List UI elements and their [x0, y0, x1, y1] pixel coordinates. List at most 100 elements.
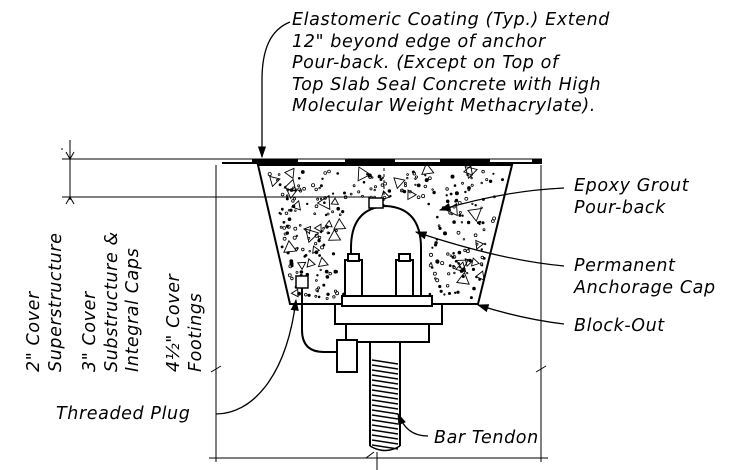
- stipple-dot: [454, 191, 459, 196]
- stipple-dot: [428, 176, 432, 181]
- stipple-dot: [445, 194, 448, 197]
- stipple-dot: [428, 252, 433, 257]
- stipple-dot: [464, 196, 469, 201]
- stipple-aggregate: [306, 258, 316, 268]
- stipple-dot: [467, 186, 471, 190]
- stipple-aggregate: [454, 261, 467, 273]
- stipple-dot: [292, 197, 296, 201]
- plug-callout: Threaded Plug: [56, 404, 191, 424]
- stipple-dot: [427, 202, 431, 206]
- stipple-dot: [381, 176, 384, 179]
- stipple-dot: [289, 208, 293, 212]
- stipple-dot: [300, 170, 305, 174]
- anchor-plate: [334, 295, 443, 343]
- stipple-dot: [297, 187, 302, 192]
- stipple-dot: [277, 173, 281, 176]
- stipple-dot: [321, 177, 324, 181]
- stipple-dot: [286, 224, 291, 229]
- stipple-aggregate: [464, 258, 474, 268]
- stipple-dot: [362, 180, 366, 184]
- stipple-dot: [322, 226, 325, 230]
- tendon-thread: [371, 384, 399, 390]
- grout-callout-line: Epoxy Grout: [574, 176, 690, 196]
- cover-footings-label: 4½" Cover Footings: [164, 274, 207, 372]
- stipple-dot: [406, 173, 409, 176]
- stipple-dot: [349, 192, 353, 196]
- stipple-dot: [443, 293, 446, 296]
- stipple-dot: [423, 184, 427, 189]
- stipple-dot: [424, 178, 429, 183]
- stipple-dot: [453, 271, 456, 275]
- stipple-dot: [434, 277, 437, 280]
- stipple-dot: [474, 203, 477, 207]
- stipple-dot: [483, 242, 487, 246]
- stipple-dot: [324, 213, 328, 217]
- cover-superstructure-label: 2" Cover Superstructure: [24, 233, 67, 372]
- grout-callout: Epoxy Grout Pour-back: [574, 176, 689, 219]
- dimension-text-line: Footings: [185, 292, 206, 372]
- stipple-dot: [285, 197, 289, 201]
- stipple-dot: [314, 294, 318, 298]
- stipple-dot: [335, 229, 338, 232]
- stipple-dot: [471, 202, 474, 205]
- stipple-dot: [451, 255, 455, 259]
- stipple-dot: [482, 228, 486, 232]
- stipple-dot: [304, 293, 308, 297]
- stipple-dot: [449, 192, 453, 196]
- stipple-aggregate: [464, 165, 478, 180]
- coating-callout-line: Elastomeric Coating (Typ.) Extend: [292, 10, 610, 30]
- cover-substructure-label: 3" Cover Substructure & Integral Caps: [80, 231, 145, 372]
- stipple-dot: [304, 254, 307, 258]
- stipple-dot: [456, 290, 460, 294]
- cap-callout: Permanent Anchorage Cap: [574, 256, 716, 299]
- stipple-dot: [500, 178, 504, 182]
- stipple-dot: [462, 238, 466, 241]
- tendon-thread: [371, 434, 399, 440]
- stipple-aggregate: [467, 207, 483, 222]
- stipple-aggregate: [357, 166, 372, 182]
- stipple-dot: [432, 271, 437, 276]
- stipple-dot: [478, 220, 482, 224]
- tendon-thread: [371, 444, 399, 450]
- tendon-thread: [371, 389, 399, 395]
- tendon-thread: [371, 409, 399, 415]
- stipple-dot: [435, 215, 439, 219]
- stipple-dot: [438, 226, 442, 230]
- stipple-dot: [455, 198, 459, 202]
- stipple-aggregate: [290, 288, 299, 298]
- dimension-text-line: 4½" Cover: [164, 273, 184, 372]
- coating-callout-line: 12" beyond edge of anchor: [292, 31, 546, 52]
- cap-nuts: [344, 253, 414, 297]
- stipple-dot: [433, 243, 438, 247]
- stipple-dot: [280, 192, 285, 197]
- stipple-dot: [463, 248, 467, 252]
- tendon-thread: [371, 414, 399, 420]
- stipple-dot: [323, 201, 326, 205]
- stipple-dot: [315, 279, 318, 282]
- stipple-dot: [285, 231, 289, 235]
- stipple-dot: [437, 224, 441, 228]
- stipple-aggregate: [312, 245, 321, 255]
- tendon-thread: [371, 379, 399, 385]
- stipple-dot: [326, 212, 330, 216]
- stipple-aggregate: [407, 189, 418, 201]
- stipple-dot: [454, 291, 457, 295]
- tendon-thread: [371, 364, 399, 370]
- stipple-dot: [306, 202, 309, 206]
- stipple-dot: [485, 178, 489, 182]
- stipple-dot: [469, 296, 473, 300]
- stipple-dot: [313, 242, 318, 246]
- stipple-dot: [428, 292, 432, 296]
- stipple-dot: [440, 261, 445, 266]
- stipple-dot: [457, 250, 462, 255]
- blockout-callout: Block-Out: [574, 316, 665, 336]
- stipple-aggregate: [286, 188, 298, 200]
- dimension-text-line: Superstructure: [45, 232, 66, 372]
- stipple-dot: [473, 233, 478, 238]
- coating-callout-line: Molecular Weight Methacrylate).: [292, 96, 596, 116]
- tendon-callout: Bar Tendon: [434, 428, 539, 448]
- stipple-dot: [452, 220, 456, 224]
- stipple-dot: [332, 295, 336, 299]
- stipple-dot: [428, 263, 433, 268]
